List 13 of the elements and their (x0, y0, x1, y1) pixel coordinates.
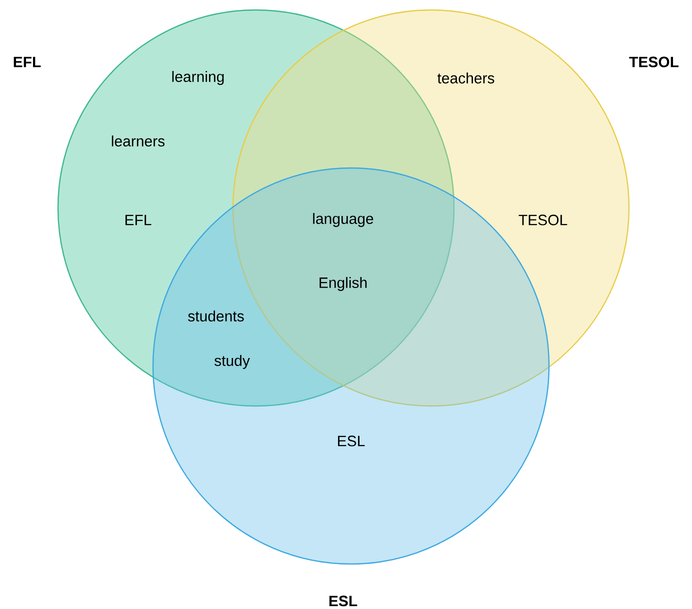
circle-title: EFL (14, 56, 41, 68)
region-word: ESL (338, 436, 365, 446)
region-word: students (188, 310, 244, 322)
region-word: study (214, 355, 250, 369)
region-word: language (313, 213, 374, 227)
region-word: EFL (125, 214, 152, 226)
region-word: learning (172, 71, 224, 85)
region-word: learners (112, 135, 165, 146)
region-word: teachers (437, 72, 494, 84)
circle-title: ESL (329, 596, 358, 606)
region-word: English (320, 277, 367, 291)
region-word: TESOL (518, 214, 568, 226)
circle-title: TESOL (629, 56, 679, 68)
